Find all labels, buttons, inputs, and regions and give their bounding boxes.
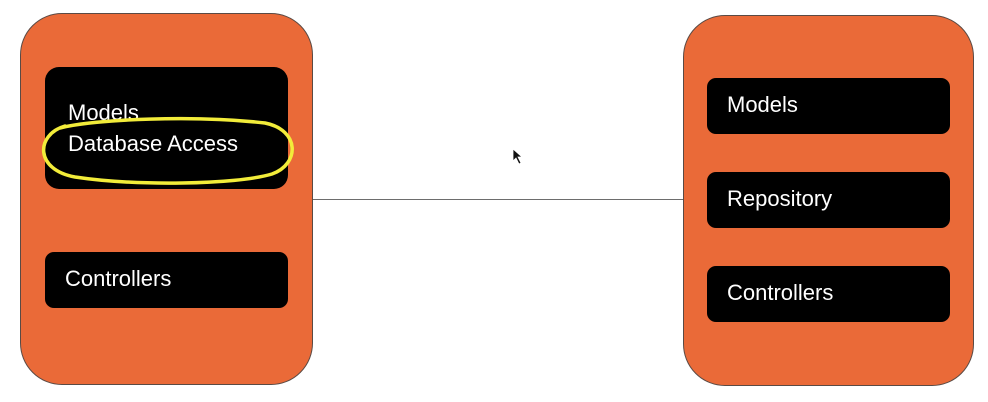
right-controllers-label: Controllers <box>727 280 834 305</box>
left-database-access-label: Database Access <box>68 131 238 156</box>
models-database-access-block: Models Database Access <box>45 67 288 189</box>
right-models-block: Models <box>707 78 950 134</box>
left-application-box: Models Database Access Controllers <box>20 13 313 385</box>
mouse-pointer-icon <box>512 148 524 165</box>
right-models-label: Models <box>727 92 798 117</box>
connector-line <box>313 199 683 200</box>
right-controllers-block: Controllers <box>707 266 950 322</box>
right-repository-label: Repository <box>727 186 833 211</box>
right-application-box: Models Repository Controllers <box>683 15 974 386</box>
right-repository-block: Repository <box>707 172 950 228</box>
left-models-label: Models <box>68 100 139 125</box>
left-controllers-label: Controllers <box>65 266 172 291</box>
left-controllers-block: Controllers <box>45 252 288 308</box>
